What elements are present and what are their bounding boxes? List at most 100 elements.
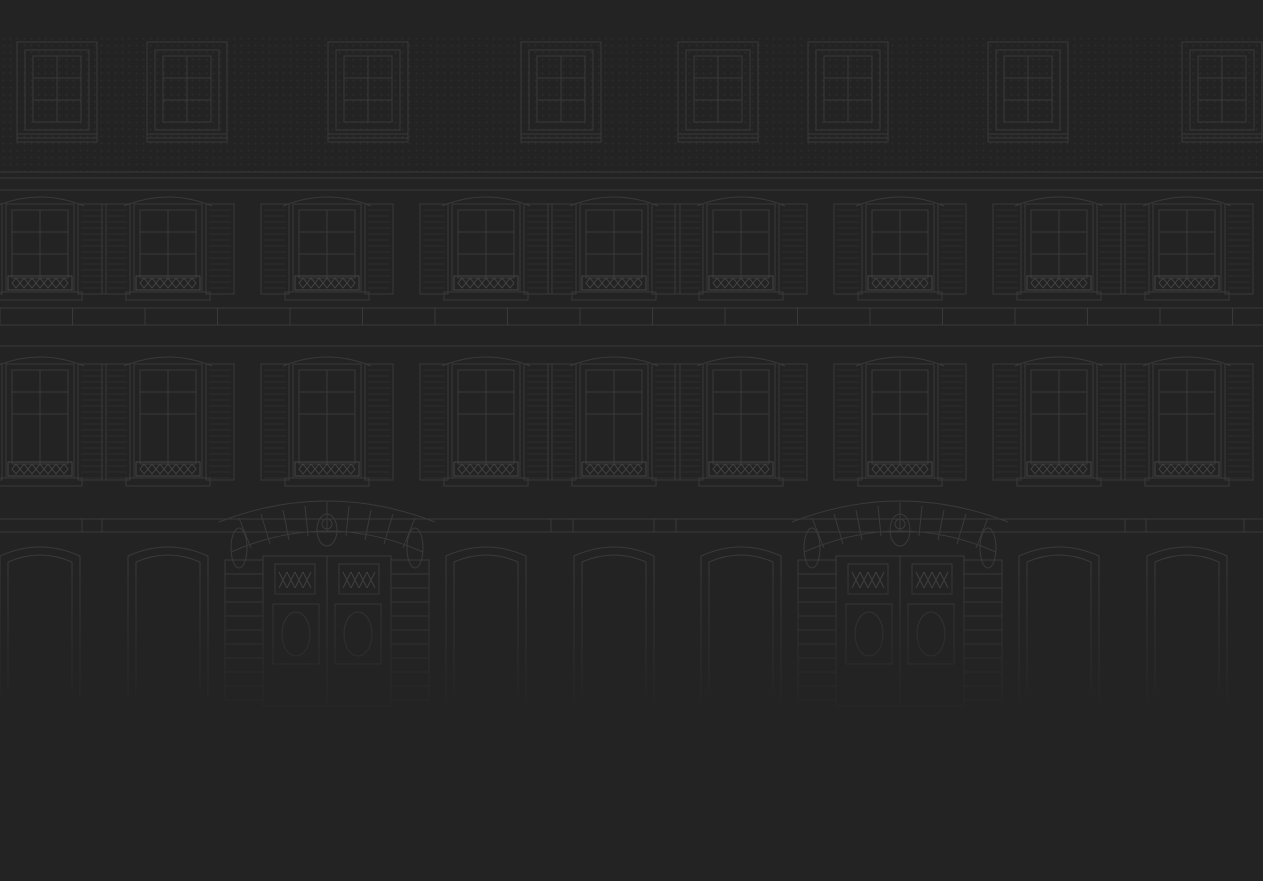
- window: [547, 196, 681, 301]
- window-shutter: [778, 363, 808, 481]
- ground-arched-window: [1018, 546, 1100, 700]
- window-railing: [294, 461, 360, 477]
- window-shutter: [364, 363, 394, 481]
- ground-arched-window: [445, 546, 527, 700]
- window-railing: [135, 275, 201, 291]
- window-sill: [857, 477, 943, 487]
- window-arch: [1014, 356, 1104, 367]
- window-sill: [698, 477, 784, 487]
- window-sill: [0, 291, 83, 301]
- door-carving: [916, 611, 946, 657]
- dormer-window: [987, 41, 1069, 143]
- window-shutter: [0, 363, 3, 481]
- carved-figure: [230, 527, 248, 569]
- window-arch: [123, 196, 213, 207]
- window-shutter: [523, 363, 553, 481]
- window-railing: [1026, 275, 1092, 291]
- window-railing: [453, 461, 519, 477]
- window-sill: [1016, 291, 1102, 301]
- window-arch: [123, 356, 213, 367]
- window-shutter: [419, 203, 449, 295]
- ground-arched-window: [127, 546, 209, 700]
- roof-tiles: [0, 38, 1263, 172]
- window-shutter: [778, 203, 808, 295]
- upper-floor-windows: [0, 196, 1263, 347]
- dormer-window: [327, 41, 409, 143]
- window-shutter: [0, 203, 3, 295]
- door-transom: [911, 563, 953, 595]
- window-shutter: [205, 203, 235, 295]
- dormer-window: [146, 41, 228, 143]
- window-sill: [125, 477, 211, 487]
- window-sill: [1144, 477, 1230, 487]
- carved-figure: [803, 527, 821, 569]
- window-arch: [1142, 196, 1232, 207]
- window-arch: [855, 356, 945, 367]
- window-railing: [294, 275, 360, 291]
- door-carving: [854, 611, 884, 657]
- window: [833, 196, 967, 301]
- window-shutter: [992, 203, 1022, 295]
- window-shutter: [101, 203, 131, 295]
- window-shutter: [833, 203, 863, 295]
- window-sill: [443, 291, 529, 301]
- window-shutter: [992, 363, 1022, 481]
- window-shutter: [547, 363, 577, 481]
- window-railing: [135, 461, 201, 477]
- window-shutter: [77, 363, 107, 481]
- window-arch: [1142, 356, 1232, 367]
- window: [674, 196, 808, 301]
- dormer-window: [1181, 41, 1263, 143]
- dormer-window: [677, 41, 759, 143]
- window-shutter: [523, 203, 553, 295]
- door-panel: [334, 603, 382, 665]
- window-railing: [867, 275, 933, 291]
- dormer-window: [807, 41, 889, 143]
- window-shutter: [674, 203, 704, 295]
- window-sill: [284, 291, 370, 301]
- window-shutter: [1120, 363, 1150, 481]
- window-shutter: [833, 363, 863, 481]
- window-railing: [1026, 461, 1092, 477]
- window-shutter: [260, 203, 290, 295]
- window: [833, 356, 967, 487]
- window-shutter: [1096, 203, 1126, 295]
- window-shutter: [101, 363, 131, 481]
- window-railing: [7, 275, 73, 291]
- window: [0, 196, 107, 301]
- window-shutter: [205, 363, 235, 481]
- window: [992, 356, 1126, 487]
- door-panel: [845, 603, 893, 665]
- window-arch: [696, 356, 786, 367]
- keystone-mascaron: [889, 513, 911, 547]
- window-shutter: [1224, 203, 1254, 295]
- roof-section: [0, 38, 1263, 191]
- window: [419, 196, 553, 301]
- window-shutter: [1120, 203, 1150, 295]
- window-railing: [1154, 275, 1220, 291]
- window: [547, 356, 681, 487]
- window-shutter: [651, 203, 681, 295]
- keystone-mascaron: [316, 513, 338, 547]
- window-arch: [441, 356, 531, 367]
- window: [0, 356, 107, 487]
- window-sill: [571, 291, 657, 301]
- window-shutter: [674, 363, 704, 481]
- window: [419, 356, 553, 487]
- window: [992, 196, 1126, 301]
- window-shutter: [1224, 363, 1254, 481]
- window-railing: [1154, 461, 1220, 477]
- door-panel: [272, 603, 320, 665]
- ground-arched-window: [573, 546, 655, 700]
- window: [101, 196, 235, 301]
- window-shutter: [937, 363, 967, 481]
- window-railing: [867, 461, 933, 477]
- window: [674, 356, 808, 487]
- dormer-window: [520, 41, 602, 143]
- window-arch: [855, 196, 945, 207]
- ground-arched-window: [0, 546, 81, 700]
- window-sill: [284, 477, 370, 487]
- window: [260, 196, 394, 301]
